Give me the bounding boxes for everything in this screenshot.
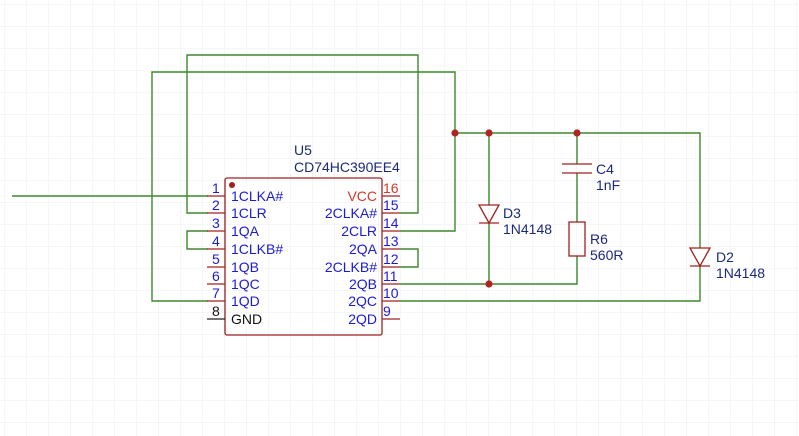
junction-dot — [451, 129, 459, 137]
wire-1clr-to-2clka[interactable] — [186, 54, 419, 214]
junction-dot — [485, 129, 493, 137]
ic-body[interactable] — [224, 177, 383, 336]
d3-ref: D3 — [503, 205, 521, 221]
wire-d2-to-2qc[interactable] — [400, 266, 701, 302]
wire-1qd-to-bus[interactable] — [151, 71, 456, 302]
pin-name: 2QB — [349, 276, 377, 292]
diode-d2[interactable]: D2 1N4148 — [688, 247, 765, 281]
resistor-body[interactable] — [568, 221, 586, 257]
d3-value: 1N4148 — [503, 221, 552, 237]
pin-number: 2 — [212, 197, 220, 213]
pin-number: 13 — [383, 233, 399, 249]
pin-name: 2QD — [348, 311, 377, 327]
pin-name: 1QB — [231, 259, 259, 275]
wire-top-bus[interactable] — [455, 132, 701, 248]
wire-r6-to-2qb[interactable] — [400, 256, 578, 285]
pin-number: 8 — [212, 303, 220, 319]
pin-name: GND — [231, 311, 262, 327]
capacitor-c4[interactable]: C4 1nF — [562, 161, 620, 193]
diode-symbol[interactable] — [688, 247, 712, 268]
pin-number: 15 — [383, 197, 399, 213]
pin-name: 2CLR — [341, 223, 377, 239]
pin-name: 1CLKB# — [231, 241, 283, 257]
ic-right-pins: 16 15 14 13 12 11 10 9 VCC 2CLKA# 2CLR 2… — [325, 180, 400, 327]
wire-2qa-to-2clkb[interactable] — [400, 248, 419, 268]
pin-number: 12 — [383, 251, 399, 267]
pin-name: 1CLKA# — [231, 188, 283, 204]
pin-name: 2CLKB# — [325, 259, 377, 275]
pin-number: 4 — [212, 233, 220, 249]
c4-value: 1nF — [596, 177, 620, 193]
pin-number: 5 — [212, 251, 220, 267]
pin-name: 1CLR — [231, 205, 267, 221]
d2-value: 1N4148 — [716, 265, 765, 281]
pin-number: 3 — [212, 215, 220, 231]
wire-2clr-to-bus[interactable] — [400, 133, 456, 232]
pin-number: 11 — [383, 268, 398, 284]
wire-1qa-to-1clkb[interactable] — [186, 230, 208, 250]
pin-number: 1 — [212, 180, 220, 196]
pin-number: 16 — [383, 180, 399, 196]
diode-symbol[interactable] — [477, 204, 501, 225]
ic-left-pins: 1 2 3 4 5 6 7 8 1CLKA# 1CLR 1QA 1CLKB# 1… — [207, 180, 283, 327]
junction-dot — [573, 129, 581, 137]
pin-number: 10 — [383, 285, 399, 301]
pin-name: 2QA — [349, 241, 378, 257]
pin-name: 1QD — [231, 293, 260, 309]
ic-value: CD74HC390EE4 — [294, 159, 400, 175]
pin-name: VCC — [347, 188, 377, 204]
junction-dot — [485, 280, 493, 288]
c4-ref: C4 — [596, 161, 614, 177]
pin-name: 2QC — [348, 293, 377, 309]
pin-number: 6 — [212, 268, 220, 284]
ic-ref: U5 — [294, 142, 312, 158]
pin-name: 2CLKA# — [325, 205, 377, 221]
pin1-marker-dot — [229, 182, 235, 188]
wires — [12, 54, 701, 302]
pin-name: 1QC — [231, 276, 260, 292]
junctions — [451, 129, 581, 288]
r6-value: 560R — [590, 247, 623, 263]
resistor-r6[interactable]: R6 560R — [568, 221, 623, 263]
pin-name: 1QA — [231, 223, 260, 239]
pin-number: 14 — [383, 215, 399, 231]
diode-d3[interactable]: D3 1N4148 — [477, 204, 552, 237]
d2-ref: D2 — [716, 249, 734, 265]
r6-ref: R6 — [590, 231, 608, 247]
pin-number: 9 — [383, 303, 391, 319]
ic-u5[interactable]: U5 CD74HC390EE4 1 2 3 4 5 6 7 8 1CLKA# 1… — [207, 142, 400, 336]
pin-number: 7 — [212, 285, 220, 301]
